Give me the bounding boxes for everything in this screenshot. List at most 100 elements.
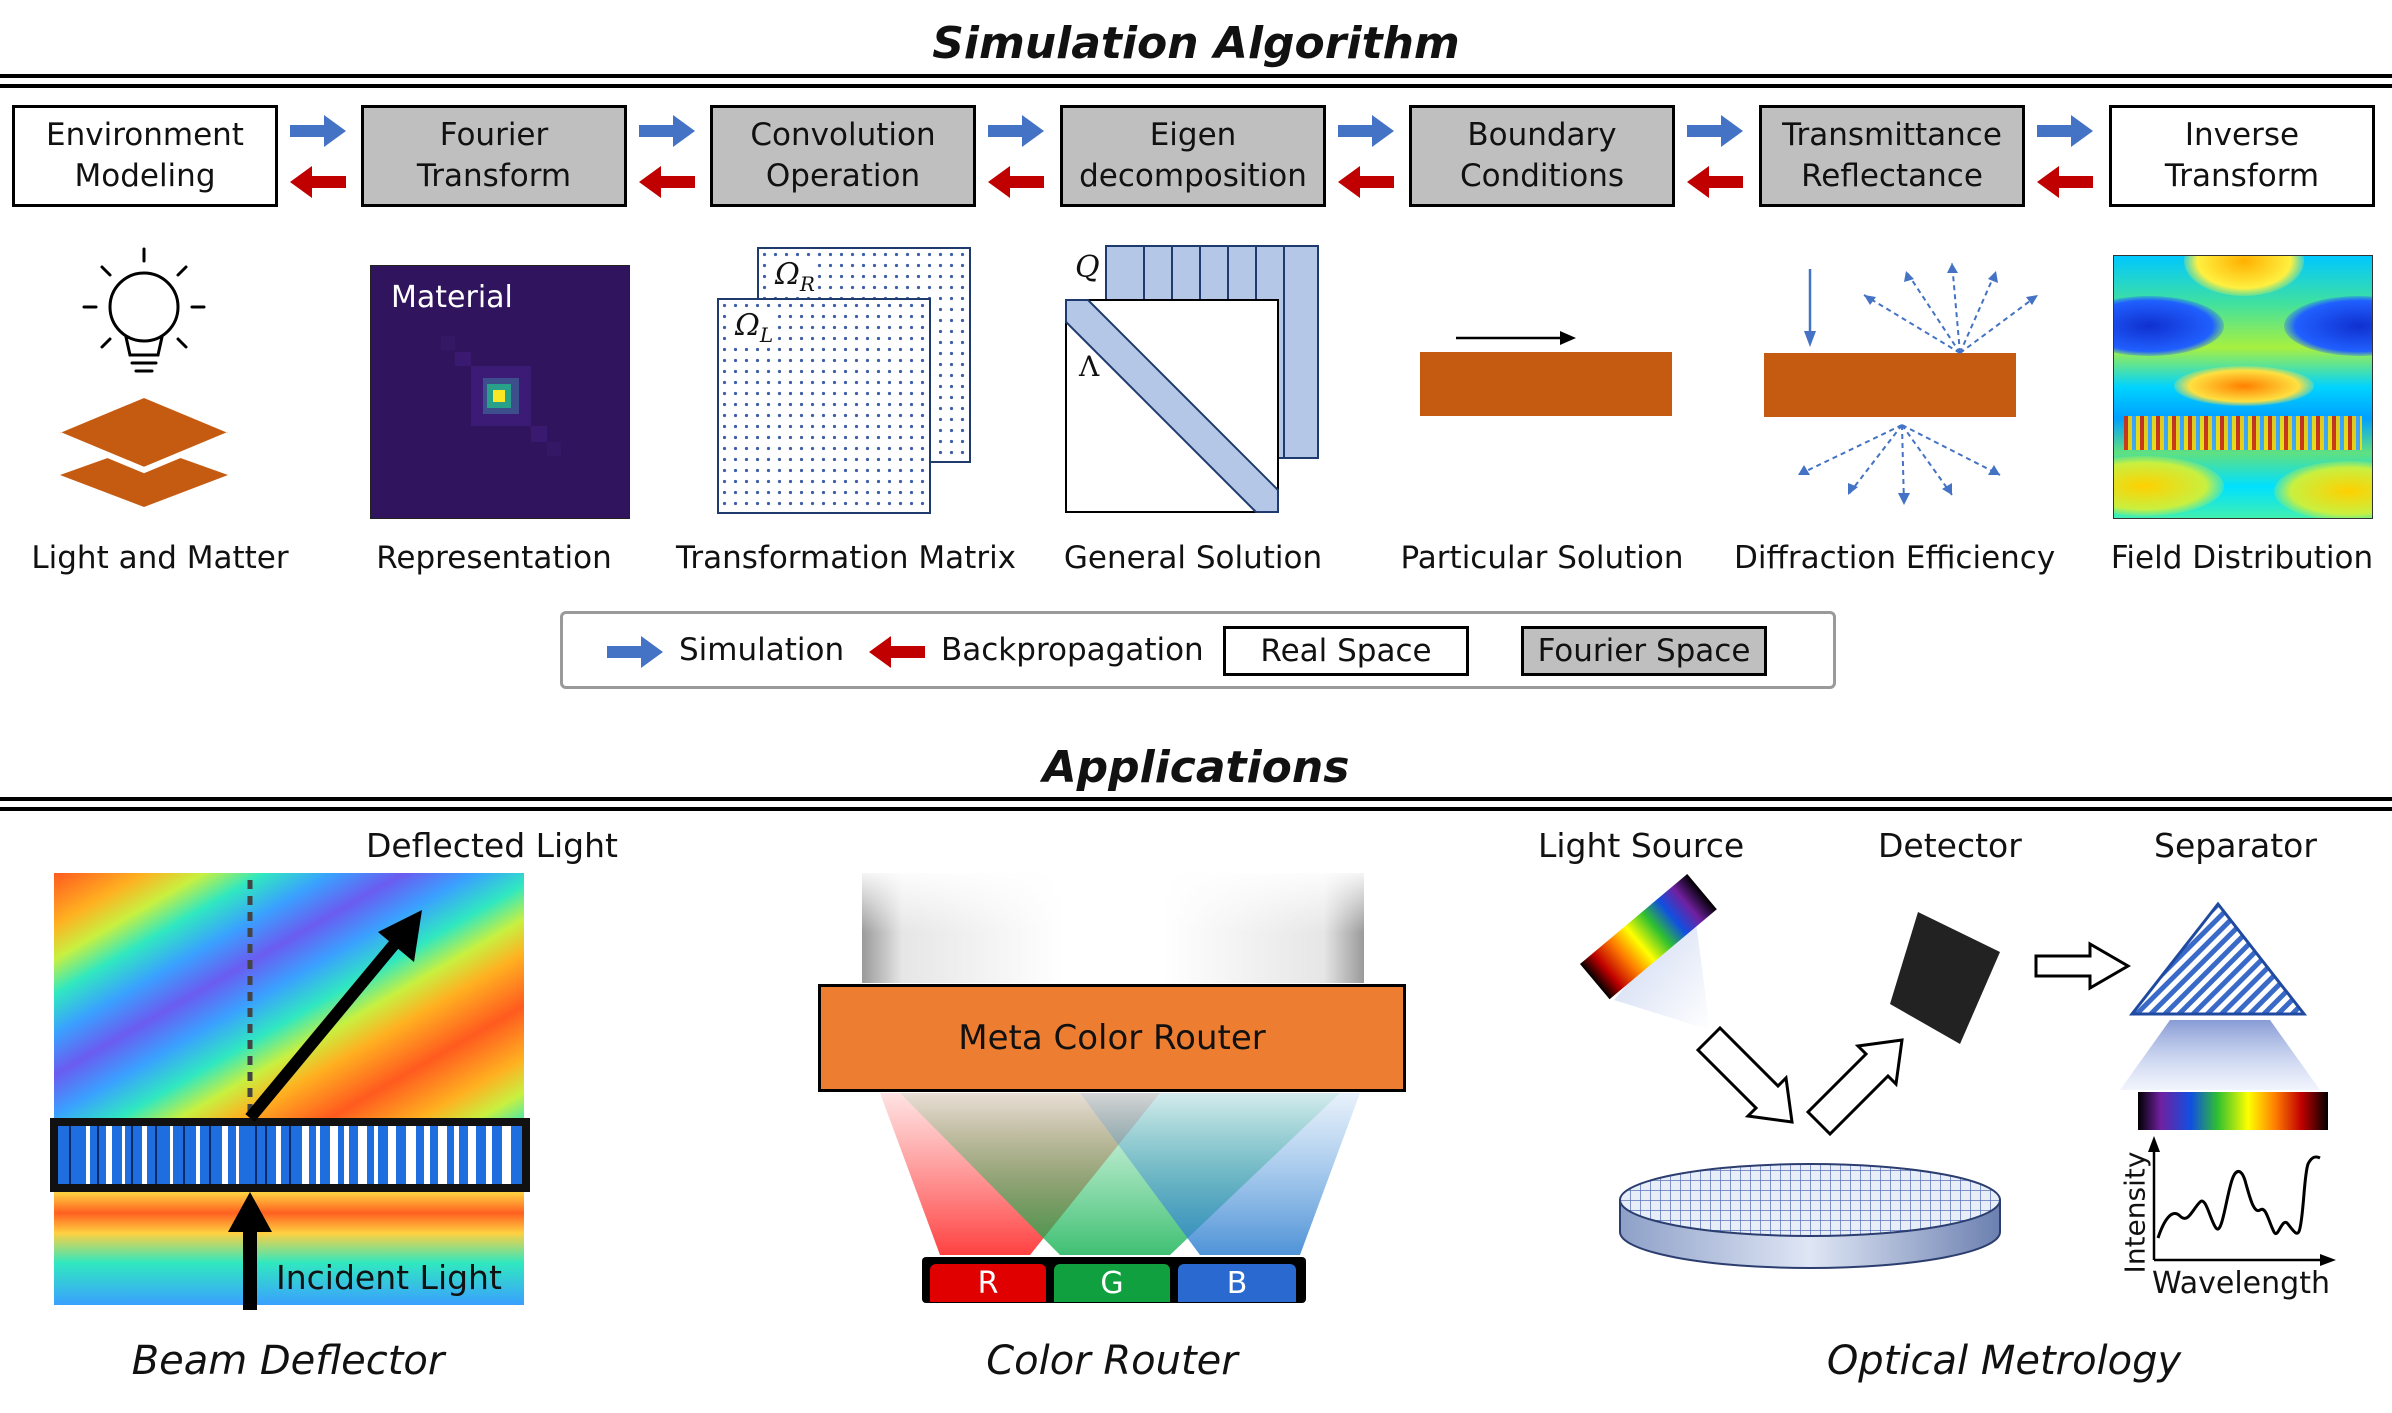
applications-rule-top: [0, 797, 2392, 801]
omega-l-label: ΩL: [733, 308, 776, 347]
field-grating-band: [2124, 416, 2362, 450]
reflected-arrowheads: [1864, 263, 2038, 305]
stage-line2: Reflectance: [1801, 158, 1983, 194]
transmitted-arrowheads: [1798, 465, 2000, 505]
metasurface-grating: [50, 1118, 530, 1192]
title-rule-bottom: [0, 84, 2392, 88]
stage-line1: Fourier: [439, 117, 549, 153]
detector-label: Detector: [1878, 826, 2022, 865]
dispersed-light-cone: [2120, 1020, 2320, 1090]
beam-deflector-overlay: [50, 880, 530, 1310]
caption-field-distribution: Field Distribution: [2110, 540, 2374, 576]
field-lobe: [2174, 366, 2314, 406]
simulation-arrow-icon: [1338, 115, 1394, 147]
backprop-arrow-icon: [639, 166, 695, 198]
deflected-light-arrow-icon: [245, 910, 422, 1122]
simulation-arrow-icon: [988, 115, 1044, 147]
stage-line2: decomposition: [1079, 158, 1307, 194]
simulation-title: Simulation Algorithm: [932, 18, 1460, 69]
incident-arrow-icon: [1804, 269, 1816, 347]
stage-line2: Transform: [2164, 158, 2320, 194]
caption-transformation-matrix: Transformation Matrix: [676, 540, 1017, 576]
blue-pixel: B: [1178, 1264, 1296, 1302]
field-lobe: [2114, 296, 2224, 356]
blue-beam: [1080, 1093, 1360, 1255]
material-slab: [1764, 353, 2016, 417]
stage-line2: Operation: [765, 158, 921, 194]
backprop-arrow-icon: [988, 166, 1044, 198]
legend: Simulation Backpropagation Real Space Fo…: [560, 611, 1836, 689]
caption-diffraction-efficiency: Diffraction Efficiency: [1734, 540, 2056, 576]
backprop-arrow-icon: [290, 166, 346, 198]
field-lobe: [2284, 296, 2372, 356]
beam-deflector-caption: Beam Deflector: [131, 1338, 445, 1384]
right-arrow-icon: [1456, 331, 1576, 345]
reflected-beam-arrow-icon: [1805, 1038, 1904, 1137]
color-router-caption: Color Router: [986, 1338, 1238, 1384]
caption-light-and-matter: Light and Matter: [31, 540, 289, 576]
omega-r-label: ΩR: [773, 257, 817, 296]
wavelength-axis-label: Wavelength: [2152, 1266, 2330, 1301]
simulation-arrow-icon: [1687, 115, 1743, 147]
field-lobe: [2274, 461, 2372, 518]
to-separator-arrow-icon: [2034, 941, 2131, 991]
material-label: Material: [391, 280, 513, 315]
optical-metrology-illustration: [1580, 874, 2336, 1269]
particular-solution-illustration: [1420, 331, 1672, 416]
caption-general-solution: General Solution: [1063, 540, 1323, 576]
optical-metrology-caption: Optical Metrology: [1826, 1338, 2182, 1384]
beam-deflector-field-map: [54, 873, 524, 1305]
material-representation-heatmap: Material: [370, 265, 630, 519]
intensity-axis-label: Intensity: [2118, 1151, 2152, 1274]
field-lobe: [2184, 256, 2304, 296]
field-lobe: [2114, 456, 2224, 516]
diffraction-efficiency-illustration: [1764, 262, 2039, 506]
backprop-arrow-icon: [2037, 166, 2093, 198]
wafer-sample-icon: [1619, 1163, 2001, 1269]
red-pixel: R: [930, 1264, 1046, 1302]
lambda-label: Λ: [1079, 350, 1100, 383]
lens-cylinder: [862, 873, 1364, 983]
simulation-arrow-icon: [290, 115, 346, 147]
omega-l-subscript: L: [759, 323, 774, 347]
legend-backprop-arrow-icon: [869, 636, 925, 668]
green-pixel: G: [1054, 1264, 1170, 1302]
light-bulb-icon: [82, 247, 206, 373]
heatmap-cells: [441, 336, 561, 456]
transmitted-orders-icon: [1797, 424, 2001, 506]
pipeline-arrows: [290, 115, 2093, 198]
omega-r-subscript: R: [799, 272, 815, 296]
legend-backprop-label: Backpropagation: [941, 632, 1204, 668]
applications-title: Applications: [1042, 742, 1350, 793]
incident-light-arrow-icon: [228, 1192, 272, 1310]
omega-r-symbol: Ω: [775, 257, 800, 292]
stage-line1: Transmittance: [1782, 117, 2002, 153]
stage-line2: Transform: [416, 158, 572, 194]
stage-line1: Boundary: [1467, 117, 1617, 153]
color-routing-beams: [880, 1093, 1360, 1255]
separator-label: Separator: [2154, 826, 2317, 865]
omega-l-symbol: Ω: [735, 308, 760, 343]
stage-line2: Modeling: [74, 158, 216, 194]
backprop-arrow-icon: [1687, 166, 1743, 198]
incident-beam-arrow-icon: [1695, 1025, 1794, 1124]
simulation-arrow-icon: [2037, 115, 2093, 147]
applications-rule-bottom: [0, 807, 2392, 811]
spectrum-plot: [2148, 1136, 2336, 1266]
separator-prism-icon: [2128, 901, 2308, 1016]
light-and-matter-illustration: [58, 247, 230, 507]
legend-simulation-arrow-icon: [607, 636, 663, 668]
backprop-arrow-icon: [1338, 166, 1394, 198]
legend-simulation-label: Simulation: [679, 632, 845, 668]
light-source-label: Light Source: [1538, 826, 1745, 865]
title-rule-top: [0, 74, 2392, 78]
spectrum-curve: [2156, 1155, 2321, 1239]
incident-light-label: Incident Light: [276, 1258, 502, 1297]
stage-line1: Inverse: [2184, 117, 2300, 153]
material-slab: [1420, 352, 1672, 416]
x-axis-arrow-icon: [2320, 1254, 2336, 1266]
